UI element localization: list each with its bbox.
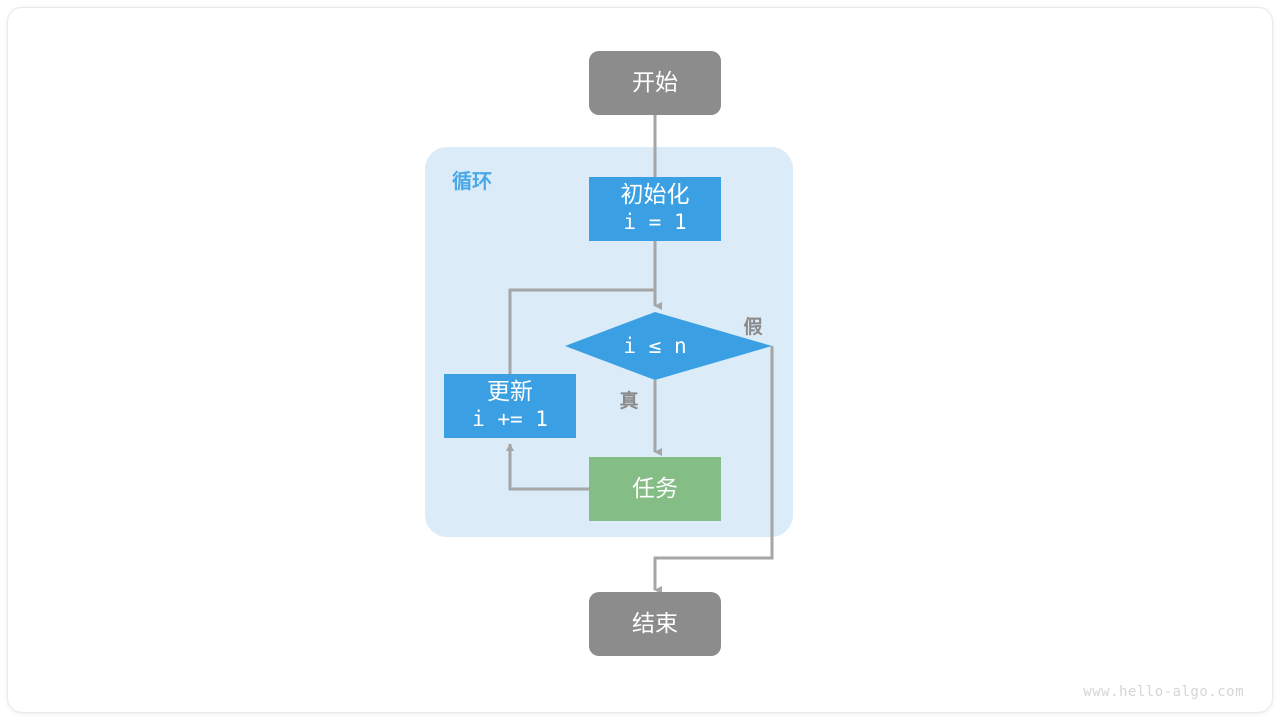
- edge-task-to-update: [506, 443, 589, 491]
- node-start[interactable]: 开始: [589, 51, 721, 115]
- node-update-label-line1: 更新: [487, 378, 533, 404]
- node-update-label-line2: i += 1: [472, 407, 548, 431]
- branch-label-false: 假: [743, 315, 762, 338]
- node-init[interactable]: 初始化 i = 1: [589, 177, 721, 241]
- node-init-label-line1: 初始化: [621, 181, 690, 207]
- loop-container-label: 循环: [452, 169, 492, 193]
- node-start-label: 开始: [632, 69, 678, 95]
- watermark: www.hello-algo.com: [1083, 684, 1244, 700]
- node-end-label: 结束: [632, 610, 678, 636]
- node-task[interactable]: 任务: [589, 457, 721, 521]
- edge-update-to-condition: [508, 288, 655, 374]
- node-end[interactable]: 结束: [589, 592, 721, 656]
- edge-condition-to-end: [653, 346, 774, 594]
- node-task-label: 任务: [632, 475, 678, 501]
- branch-label-true: 真: [619, 389, 638, 412]
- node-condition-label: i ≤ n: [623, 334, 686, 358]
- node-condition[interactable]: i ≤ n: [565, 312, 772, 380]
- node-update[interactable]: 更新 i += 1: [444, 374, 576, 438]
- node-init-label-line2: i = 1: [623, 210, 686, 234]
